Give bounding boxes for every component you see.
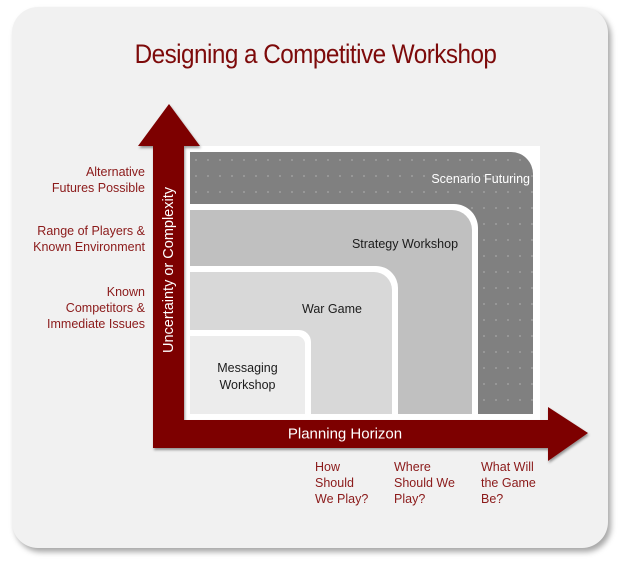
workshop-label-messaging: Messaging Workshop xyxy=(190,360,305,394)
x-question-what: What Will the Game Be? xyxy=(481,459,536,507)
x-question-line: Should xyxy=(315,476,354,490)
workshop-label-scenario: Scenario Futuring xyxy=(431,172,530,186)
y-level-line: Immediate Issues xyxy=(47,317,145,331)
workshop-label-line: Workshop xyxy=(219,378,276,392)
y-level-range-of-players: Range of Players & Known Environment xyxy=(5,223,145,255)
x-axis-label: Planning Horizon xyxy=(287,425,403,443)
y-level-known-competitors: Known Competitors & Immediate Issues xyxy=(5,284,145,332)
y-level-line: Alternative xyxy=(85,165,145,179)
x-question-line: We Play? xyxy=(315,492,369,506)
x-question-how: How Should We Play? xyxy=(315,459,368,507)
x-question-line: Where xyxy=(394,460,431,474)
y-level-line: Range of Players & xyxy=(37,224,145,238)
workshop-label-line: Messaging xyxy=(217,361,278,375)
y-level-line: Known xyxy=(106,285,145,299)
x-question-line: Play? xyxy=(394,492,426,506)
y-level-line: Known Environment xyxy=(33,240,145,254)
diagram-title: Designing a Competitive Workshop xyxy=(134,39,497,69)
axes-arrow-shape xyxy=(138,104,588,461)
workshop-label-war-game: War Game xyxy=(302,302,362,316)
x-question-line: How xyxy=(315,460,341,474)
x-question-where: Where Should We Play? xyxy=(394,459,455,507)
x-question-line: the Game xyxy=(481,476,536,490)
x-question-line: Be? xyxy=(481,492,504,506)
workshop-label-strategy: Strategy Workshop xyxy=(351,237,459,251)
workshop-messaging xyxy=(190,336,305,414)
x-question-line: What Will xyxy=(481,460,534,474)
x-question-line: Should We xyxy=(394,476,455,490)
y-level-line: Competitors & xyxy=(65,301,145,315)
y-axis-label: Uncertainty or Complexity xyxy=(161,187,177,353)
y-level-alternative-futures: Alternative Futures Possible xyxy=(5,164,145,196)
y-level-line: Futures Possible xyxy=(51,181,145,195)
